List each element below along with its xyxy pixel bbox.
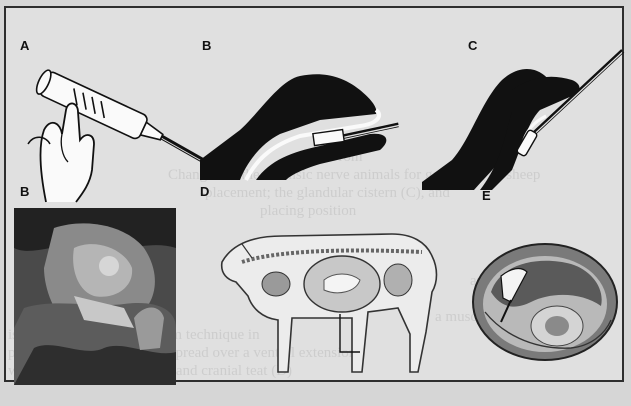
panel-a-hand-syringe-drawing	[16, 52, 206, 202]
label-a: A	[20, 38, 29, 53]
panel-b-teat-section-drawing	[200, 60, 430, 180]
panel-e-udder-section-drawing	[471, 242, 621, 367]
restraint-photo-image	[14, 208, 176, 385]
restraint-photo	[14, 208, 176, 385]
panel-d-cow-anatomy-drawing	[212, 222, 452, 392]
panel-c-teat-section-drawing	[422, 50, 631, 190]
label-d: D	[200, 184, 209, 199]
label-e: E	[482, 188, 491, 203]
figure-box: A B C	[4, 6, 624, 382]
label-b-bottom: B	[20, 184, 29, 199]
label-b-top: B	[202, 38, 211, 53]
